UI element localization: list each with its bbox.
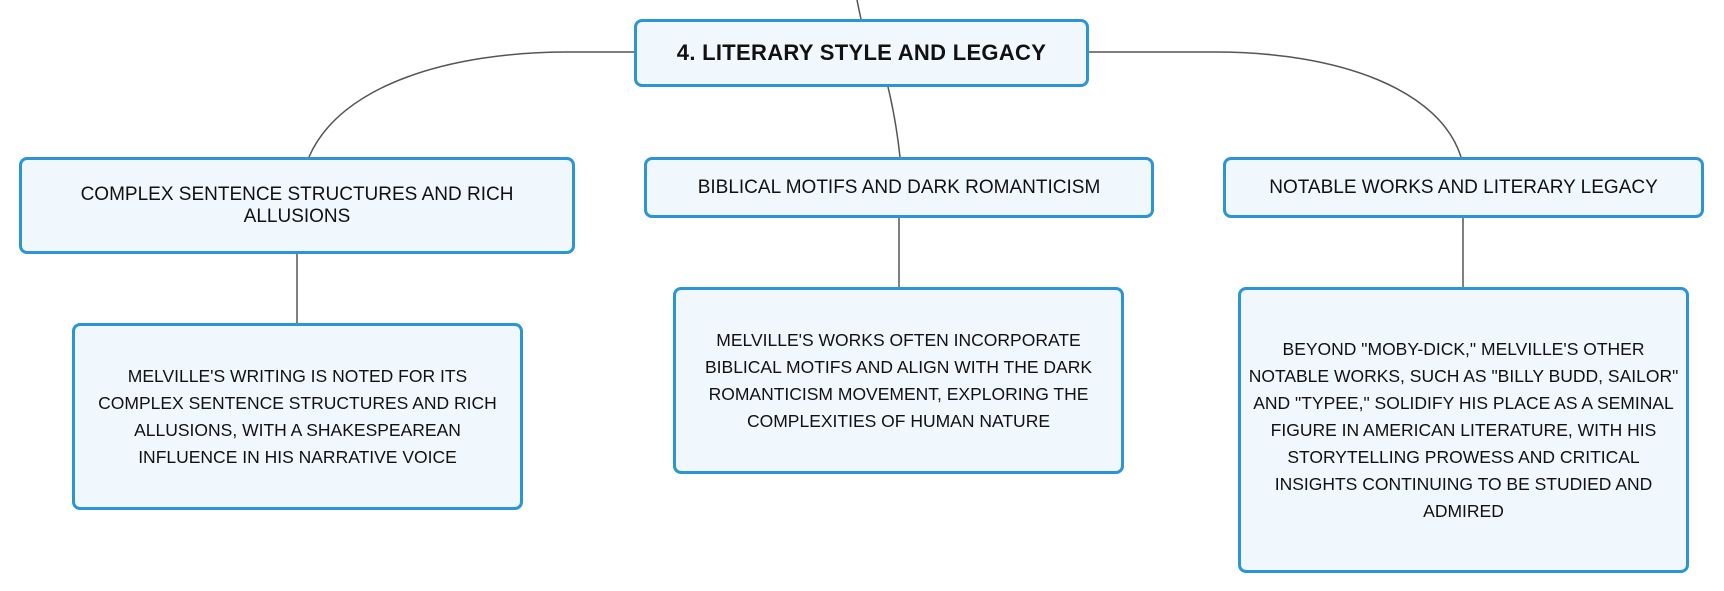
leaf-node-text: MELVILLE'S WORKS OFTEN INCORPORATE BIBLI…	[704, 329, 1093, 431]
leaf-node-text: BEYOND "MOBY-DICK," MELVILLE'S OTHER NOT…	[1248, 338, 1679, 521]
branch-node-sentence-structures[interactable]: COMPLEX SENTENCE STRUCTURES AND RICH ALL…	[19, 157, 575, 254]
leaf-node-sentence-structures[interactable]: MELVILLE'S WRITING IS NOTED FOR ITS COMP…	[72, 323, 523, 510]
branch-node-biblical-motifs[interactable]: BIBLICAL MOTIFS AND DARK ROMANTICISM	[644, 157, 1154, 218]
leaf-node-text: MELVILLE'S WRITING IS NOTED FOR ITS COMP…	[98, 365, 497, 467]
branch-node-notable-works[interactable]: NOTABLE WORKS AND LITERARY LEGACY	[1223, 157, 1704, 218]
root-node[interactable]: 4. LITERARY STYLE AND LEGACY	[634, 19, 1089, 87]
leaf-node-notable-works[interactable]: BEYOND "MOBY-DICK," MELVILLE'S OTHER NOT…	[1238, 287, 1689, 573]
connector-incoming-root	[856, 0, 862, 20]
branch-node-label: COMPLEX SENTENCE STRUCTURES AND RICH ALL…	[80, 183, 514, 227]
connector-root-to-mid	[887, 86, 901, 158]
branch-node-label: BIBLICAL MOTIFS AND DARK ROMANTICISM	[697, 176, 1101, 198]
root-node-label: 4. LITERARY STYLE AND LEGACY	[676, 40, 1047, 65]
connector-root-to-left	[308, 51, 634, 158]
leaf-node-biblical-motifs[interactable]: MELVILLE'S WORKS OFTEN INCORPORATE BIBLI…	[673, 287, 1124, 474]
branch-node-label: NOTABLE WORKS AND LITERARY LEGACY	[1269, 176, 1658, 198]
connector-root-to-right	[1089, 51, 1462, 158]
